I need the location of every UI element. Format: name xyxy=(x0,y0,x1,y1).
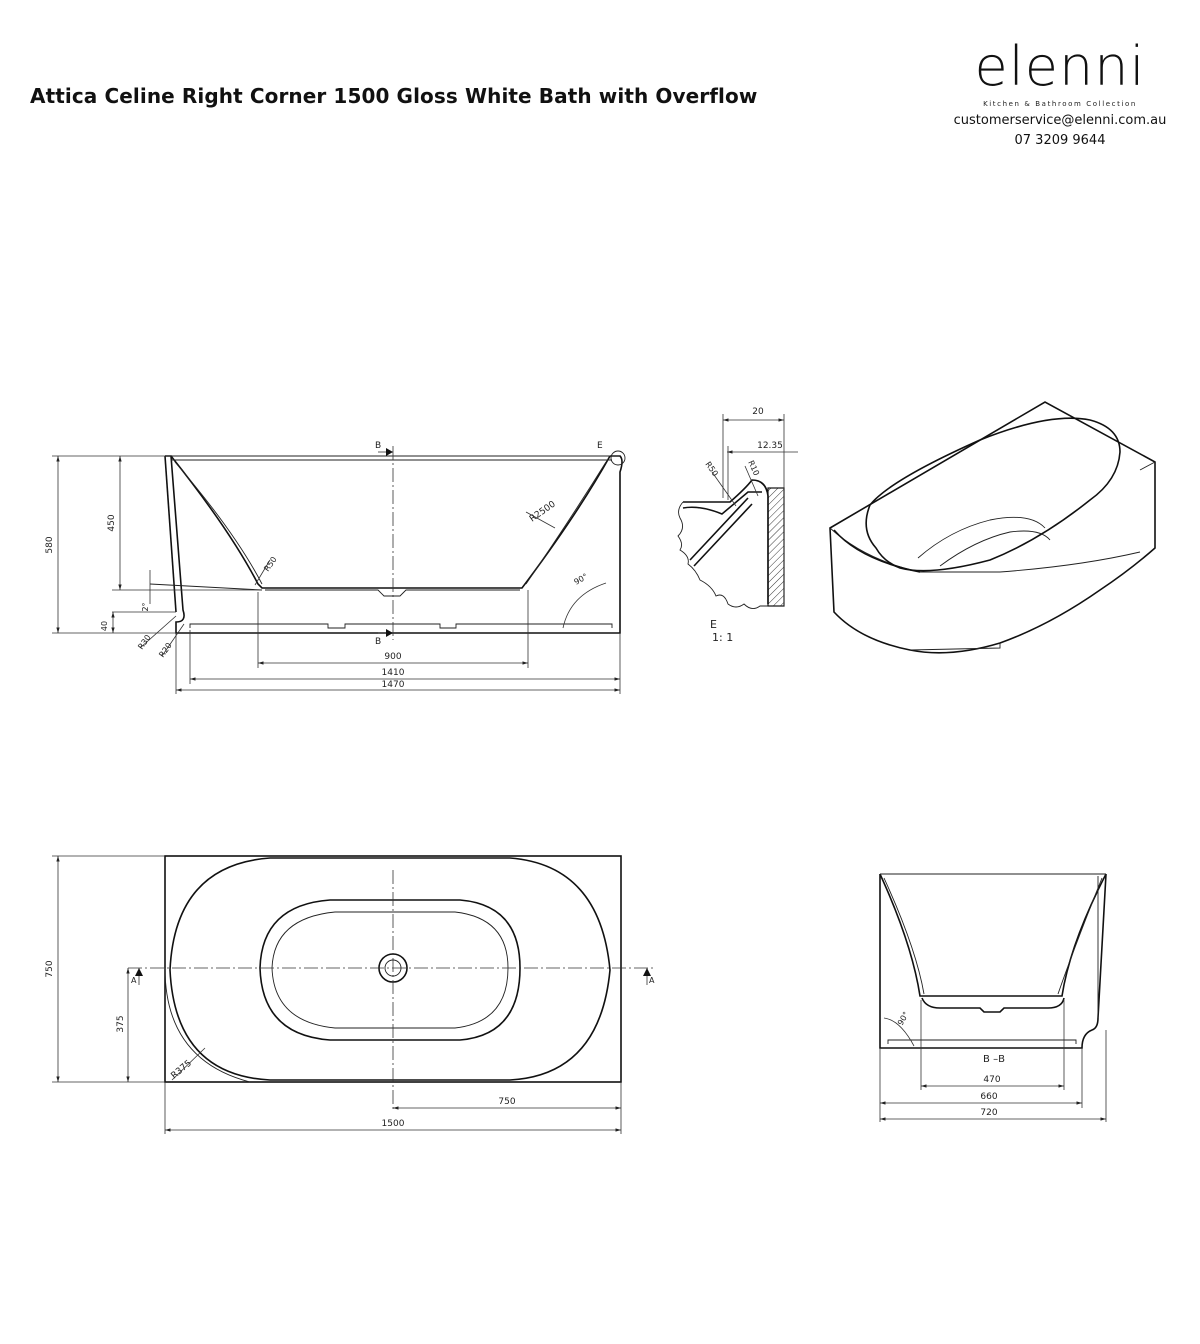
plan-dim-750-height: 750 xyxy=(45,960,55,977)
dim-450: 450 xyxy=(107,514,117,531)
section-bb-view: 90° B –B 470 660 720 xyxy=(879,873,1107,1122)
section-label-bb: B –B xyxy=(983,1054,1005,1065)
dim-1470: 1470 xyxy=(382,680,405,690)
brand-block: elenni Kitchen & Bathroom Collection cus… xyxy=(940,35,1180,149)
section-marker-a-right: A xyxy=(649,976,655,985)
angle-90deg-front: 90° xyxy=(573,572,590,587)
isometric-view xyxy=(829,401,1156,654)
radius-r30: R30 xyxy=(136,633,152,651)
detail-radius-r50: R50 xyxy=(703,460,719,478)
plan-radius-r375: R375 xyxy=(170,1059,194,1082)
radius-r2500: R2500 xyxy=(528,499,558,524)
section-dim-660: 660 xyxy=(980,1092,997,1102)
section-marker-a-left: A xyxy=(131,976,137,985)
dim-1410: 1410 xyxy=(382,668,405,678)
plan-dim-750-width: 750 xyxy=(498,1097,515,1107)
page-title: Attica Celine Right Corner 1500 Gloss Wh… xyxy=(30,84,758,108)
section-dim-470: 470 xyxy=(983,1075,1000,1085)
plan-dim-375: 375 xyxy=(116,1015,126,1032)
plan-dim-1500: 1500 xyxy=(382,1119,405,1129)
dim-900: 900 xyxy=(384,652,401,662)
brand-logo: elenni xyxy=(974,35,1146,98)
dim-40: 40 xyxy=(100,621,109,631)
radius-r20: R20 xyxy=(157,641,173,659)
section-marker-b-bottom: B xyxy=(375,637,381,647)
contact-phone[interactable]: 07 3209 9644 xyxy=(1014,133,1106,148)
detail-marker-e: E xyxy=(597,441,603,451)
section-dim-720: 720 xyxy=(980,1108,997,1118)
detail-dim-1235: 12.35 xyxy=(757,441,783,451)
detail-scale: 1: 1 xyxy=(712,631,733,644)
radius-r50: R50 xyxy=(262,555,278,573)
detail-label-e: E xyxy=(710,618,717,631)
front-elevation-view: B B E 580 450 40 2° R30 R20 R50 R2500 90… xyxy=(45,441,626,694)
section-angle-90deg: 90° xyxy=(896,1010,911,1027)
dim-580: 580 xyxy=(45,536,55,553)
brand-tagline: Kitchen & Bathroom Collection xyxy=(983,100,1137,108)
plan-view: A A 750 375 R375 750 1500 xyxy=(45,855,656,1134)
detail-e-view: 20 12.35 R50 R10 E 1: 1 xyxy=(677,407,798,644)
contact-email[interactable]: customerservice@elenni.com.au xyxy=(953,113,1167,128)
angle-2deg: 2° xyxy=(141,602,150,611)
detail-dim-20: 20 xyxy=(752,407,764,417)
section-marker-b-top: B xyxy=(375,441,381,451)
